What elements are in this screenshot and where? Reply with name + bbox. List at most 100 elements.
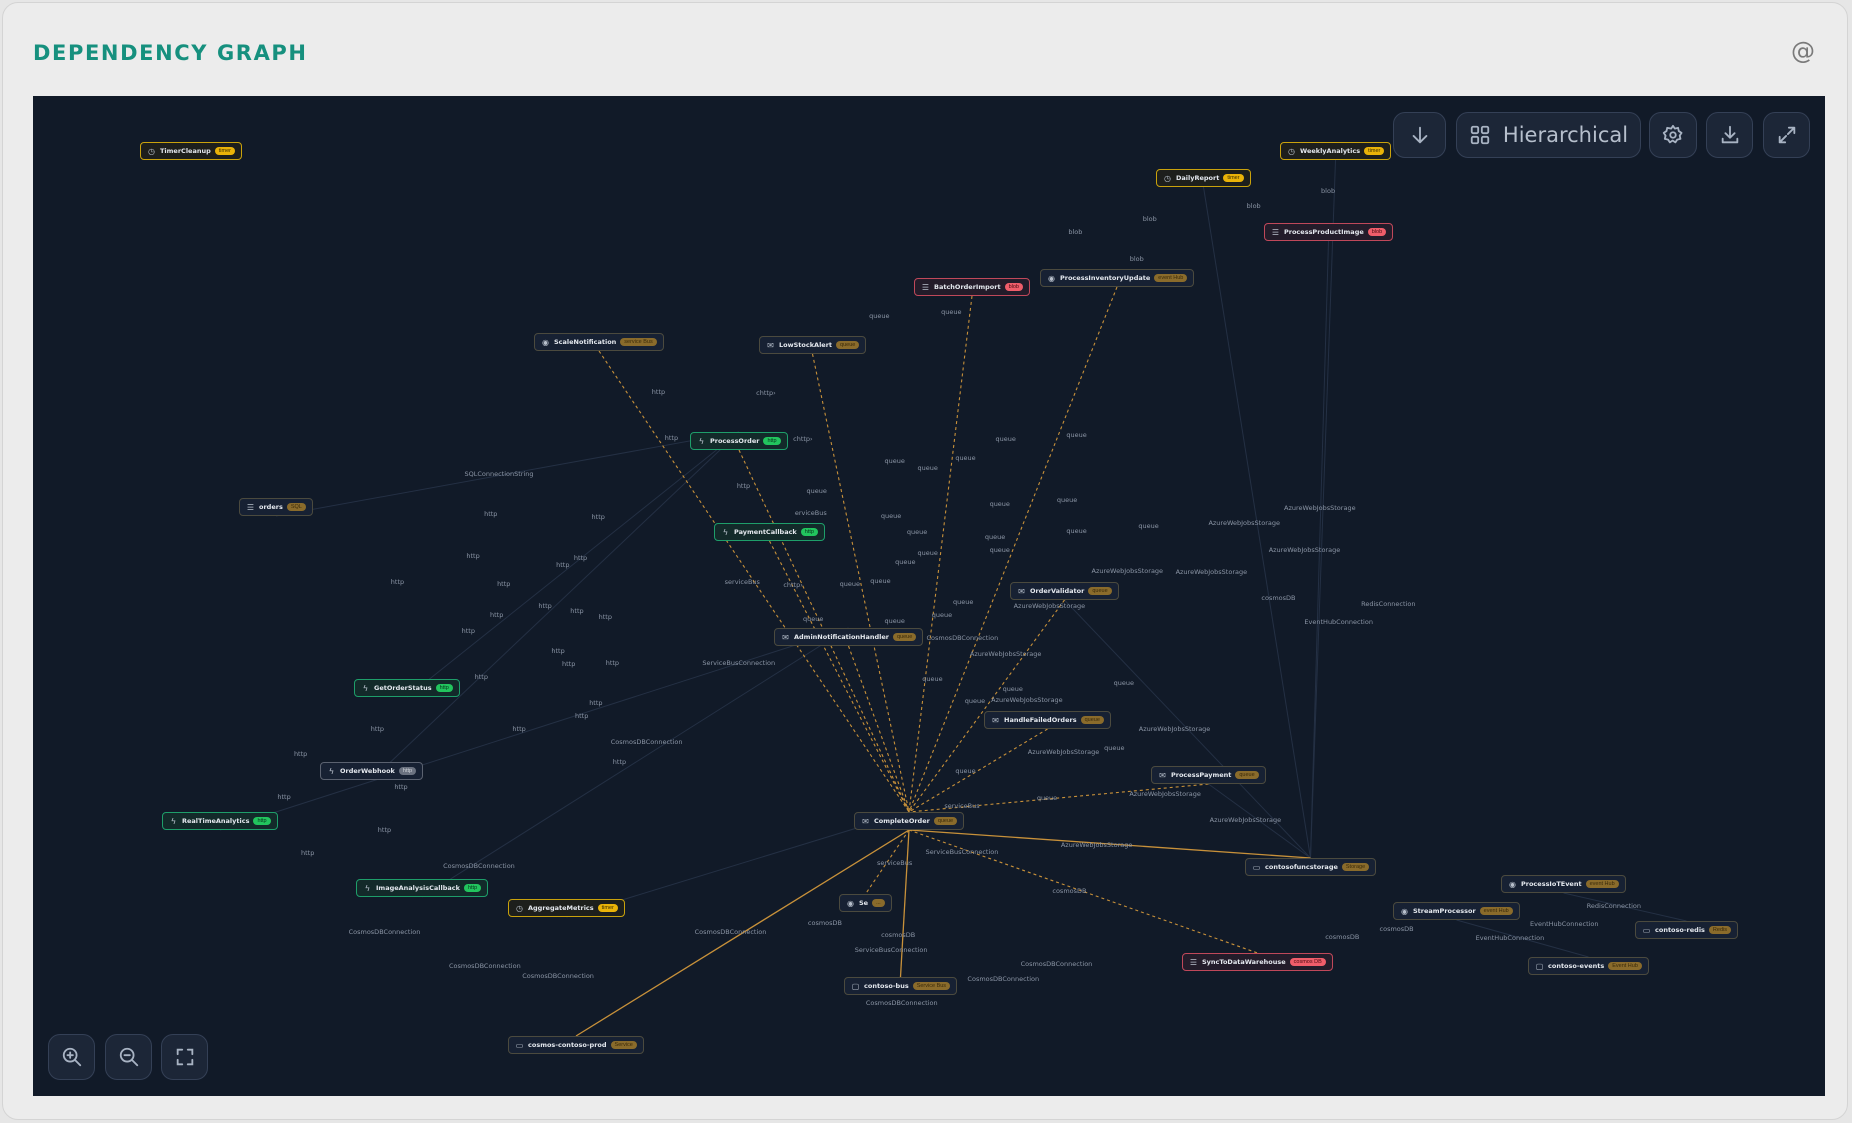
edge-OrderValidator-CompleteOrder bbox=[908, 599, 1065, 813]
envelope-icon: ✉ bbox=[1159, 770, 1166, 780]
edge-label: queue bbox=[1066, 431, 1087, 440]
at-icon[interactable]: @ bbox=[1791, 37, 1815, 65]
edge-label: blob bbox=[1246, 202, 1261, 211]
envelope-icon: ✉ bbox=[1018, 586, 1025, 596]
chat-icon: ▢ bbox=[851, 981, 860, 991]
fit-view-button[interactable] bbox=[161, 1034, 208, 1080]
edge-label: queue bbox=[922, 674, 943, 683]
database-icon: ☰ bbox=[921, 282, 930, 292]
edge-label: chttp› bbox=[783, 581, 803, 590]
node-label: TimerCleanup bbox=[160, 147, 211, 155]
edge-label: http bbox=[556, 561, 570, 570]
edge-label: http bbox=[277, 792, 291, 801]
edge-faint bbox=[219, 627, 849, 831]
node-se[interactable]: ◉Se... bbox=[839, 894, 892, 912]
edge-label: queue bbox=[917, 464, 938, 473]
node-label: ImageAnalysisCallback bbox=[376, 884, 460, 892]
edge-label: http bbox=[562, 660, 576, 669]
zoom-out-button[interactable] bbox=[105, 1034, 152, 1080]
direction-button[interactable] bbox=[1393, 112, 1446, 158]
edge-label: http bbox=[651, 387, 666, 396]
page-title: DEPENDENCY GRAPH bbox=[33, 41, 308, 65]
edge-label: http bbox=[497, 580, 511, 589]
clock-icon: ◷ bbox=[516, 903, 523, 913]
edge-label: http bbox=[570, 607, 584, 616]
edge-CompleteOrder-SyncToDataWarehouse bbox=[908, 829, 1258, 954]
edge-label: AzureWebJobsStorage bbox=[1060, 841, 1133, 850]
bolt-icon: ϟ bbox=[723, 527, 728, 537]
edge-label: http bbox=[575, 712, 589, 721]
node-label: contoso-events bbox=[1548, 962, 1605, 970]
node-type-badge: ... bbox=[872, 899, 885, 907]
edge-label: http bbox=[589, 699, 603, 708]
edge-label: CosmosDBConnection bbox=[1020, 960, 1093, 969]
zoom-in-button[interactable] bbox=[48, 1034, 95, 1080]
edge-label: queue bbox=[1104, 744, 1125, 753]
edge-label: cosmosDB bbox=[881, 930, 916, 939]
edge-label: ServiceBusConnection bbox=[854, 946, 928, 955]
node-label: RealTimeAnalytics bbox=[182, 817, 250, 825]
edge-CompleteOrder-contoso-bus bbox=[899, 829, 910, 978]
node-label: ProcessIoTEvent bbox=[1521, 880, 1582, 888]
node-type-badge: Storage bbox=[1341, 863, 1370, 871]
edge-label: queue bbox=[869, 311, 890, 320]
node-label: BatchOrderImport bbox=[934, 283, 1001, 291]
edge-label: EventHubConnection bbox=[1529, 920, 1599, 929]
bolt-icon: ϟ bbox=[171, 816, 176, 826]
node-label: Se bbox=[859, 899, 869, 907]
edge-label: cosmosDB bbox=[1052, 887, 1087, 896]
edge-faint bbox=[371, 431, 740, 781]
edge-label: CosmosDBConnection bbox=[522, 972, 594, 981]
edge-label: AzureWebJobsStorage bbox=[1027, 747, 1100, 756]
edge-label: ServiceBusConnection bbox=[702, 659, 776, 668]
edge-label: http bbox=[370, 725, 385, 734]
edge-label: queue bbox=[917, 549, 938, 558]
edge-faint bbox=[406, 431, 740, 698]
edge-label: AzureWebJobsStorage bbox=[991, 695, 1063, 704]
fullscreen-button[interactable] bbox=[1763, 112, 1810, 158]
edge-label: queue bbox=[906, 528, 928, 537]
box-icon: ▭ bbox=[1252, 862, 1261, 872]
box-icon: ▭ bbox=[515, 1040, 524, 1050]
edge-label: queue bbox=[955, 766, 976, 775]
settings-button[interactable] bbox=[1649, 112, 1697, 158]
edge-label: queue bbox=[884, 616, 905, 625]
edge-label: AzureWebJobsStorage bbox=[1284, 504, 1356, 513]
edge-label: CosmosDBConnection bbox=[967, 974, 1040, 983]
node-type-badge: http bbox=[763, 437, 781, 445]
download-button[interactable] bbox=[1706, 112, 1753, 158]
layout-button[interactable]: Hierarchical bbox=[1456, 112, 1641, 158]
edge-label: queue bbox=[870, 576, 891, 585]
node-label: cosmos-contoso-prod bbox=[528, 1041, 607, 1049]
